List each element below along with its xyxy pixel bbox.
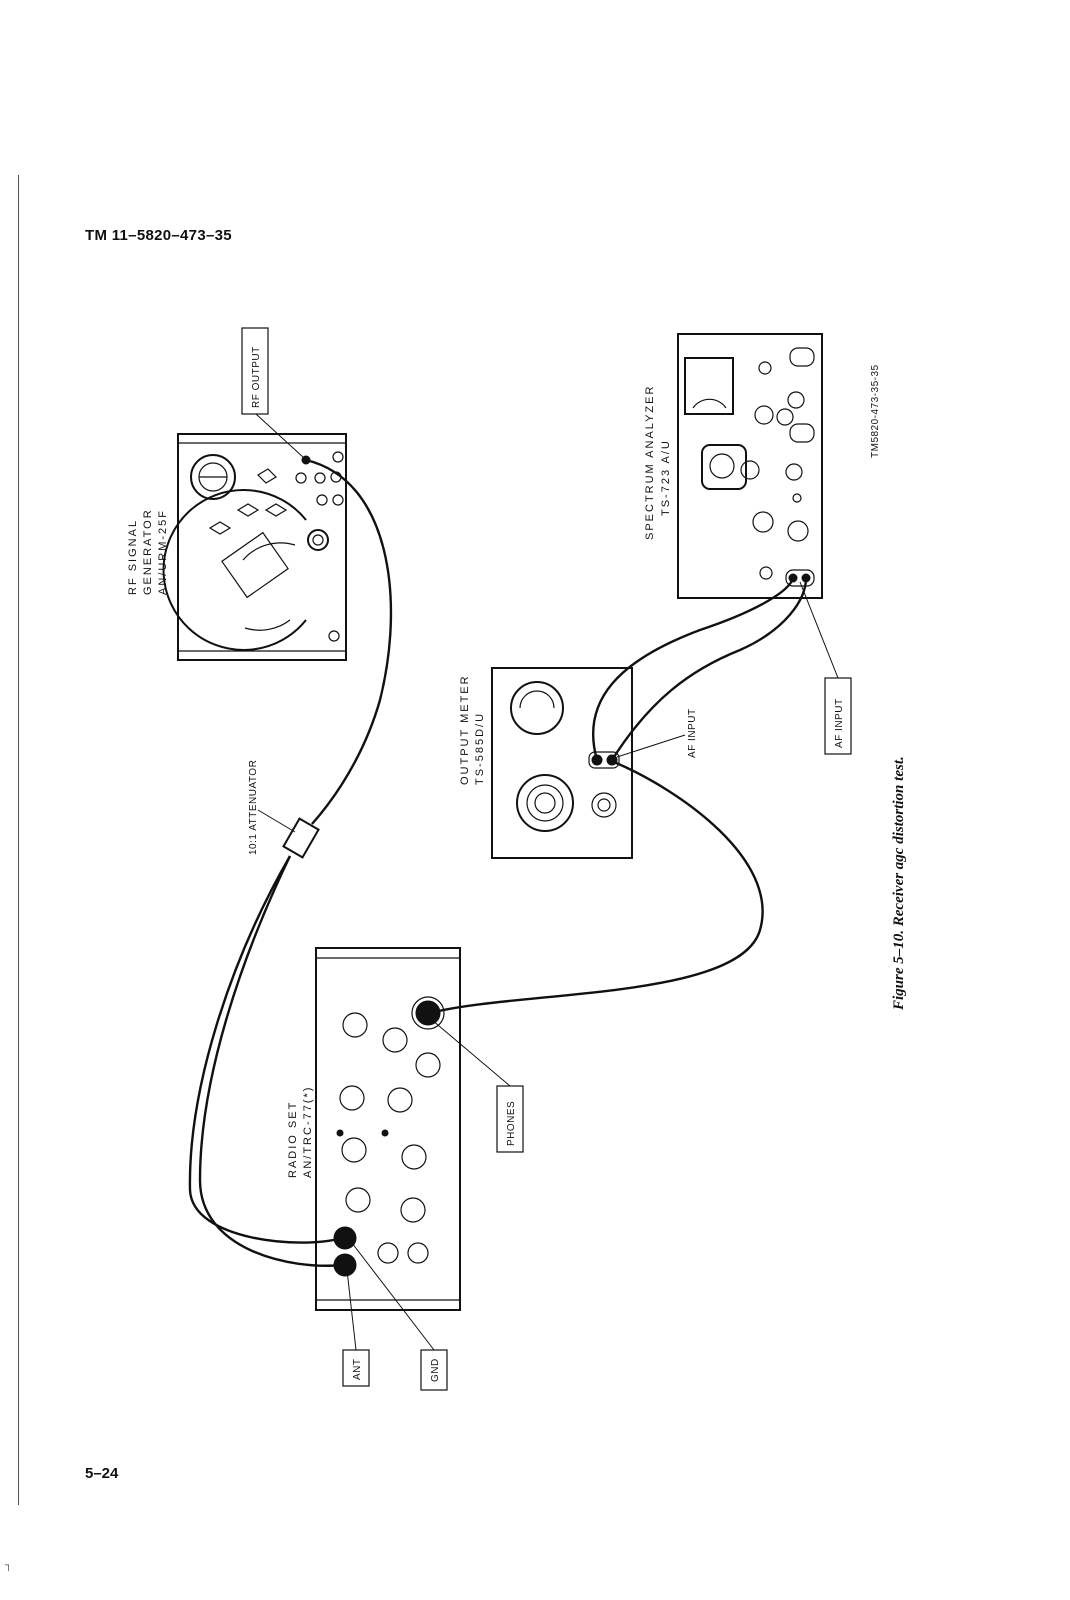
rf-output-leader xyxy=(255,413,305,459)
attenuator-leader xyxy=(257,809,296,833)
rf-output-callout-box xyxy=(241,327,269,415)
ant-label: ANT xyxy=(352,1359,363,1381)
svg-text:TS-723 A/U: TS-723 A/U xyxy=(660,439,672,516)
gnd-leader xyxy=(351,1242,435,1351)
output-meter-label: OUTPUT METER TS-585D/U xyxy=(459,674,486,785)
svg-text:AN/TRC-77(*): AN/TRC-77(*) xyxy=(302,1086,314,1178)
figure-caption: Figure 5–10. Receiver agc distortion tes… xyxy=(891,756,907,1011)
figure-id: TM5820-473-35-35 xyxy=(870,364,881,458)
svg-text:RF SIGNAL: RF SIGNAL xyxy=(127,519,139,595)
document-number: TM 11–5820–473–35 xyxy=(85,227,232,244)
attenuator-label: 10:1 ATTENUATOR xyxy=(248,760,259,855)
page-number: 5–24 xyxy=(85,1465,119,1482)
gnd-label: GND xyxy=(430,1358,441,1382)
spectrum-analyzer xyxy=(677,333,823,599)
svg-text:OUTPUT METER: OUTPUT METER xyxy=(459,674,471,785)
rf-signal-generator xyxy=(162,433,347,661)
cables xyxy=(188,458,808,1267)
output-meter xyxy=(491,667,633,859)
af-input-analyzer-label: AF INPUT xyxy=(834,698,845,748)
af-input-meter-leader xyxy=(616,734,686,758)
phones-label: PHONES xyxy=(506,1101,517,1146)
corner-mark: ┐ xyxy=(5,1560,13,1571)
svg-text:TS-585D/U: TS-585D/U xyxy=(474,712,486,785)
svg-text:SPECTRUM ANALYZER: SPECTRUM ANALYZER xyxy=(644,385,656,540)
svg-text:AN/URM-25F: AN/URM-25F xyxy=(157,509,169,595)
ant-leader xyxy=(346,1269,357,1351)
svg-text:RADIO SET: RADIO SET xyxy=(287,1101,299,1178)
spectrum-analyzer-label: SPECTRUM ANALYZER TS-723 A/U xyxy=(644,385,672,540)
page-edge-line xyxy=(18,175,19,1505)
phones-leader xyxy=(431,1019,511,1087)
rf-generator-label: RF SIGNAL GENERATOR AN/URM-25F xyxy=(127,508,169,595)
svg-text:GENERATOR: GENERATOR xyxy=(142,508,154,595)
af-input-analyzer-leader xyxy=(799,581,839,679)
af-input-meter-label: AF INPUT xyxy=(687,708,698,758)
radio-set xyxy=(315,947,461,1311)
attenuator xyxy=(282,817,320,859)
rf-output-label: RF OUTPUT xyxy=(251,346,262,408)
radio-set-label: RADIO SET AN/TRC-77(*) xyxy=(287,1086,314,1178)
